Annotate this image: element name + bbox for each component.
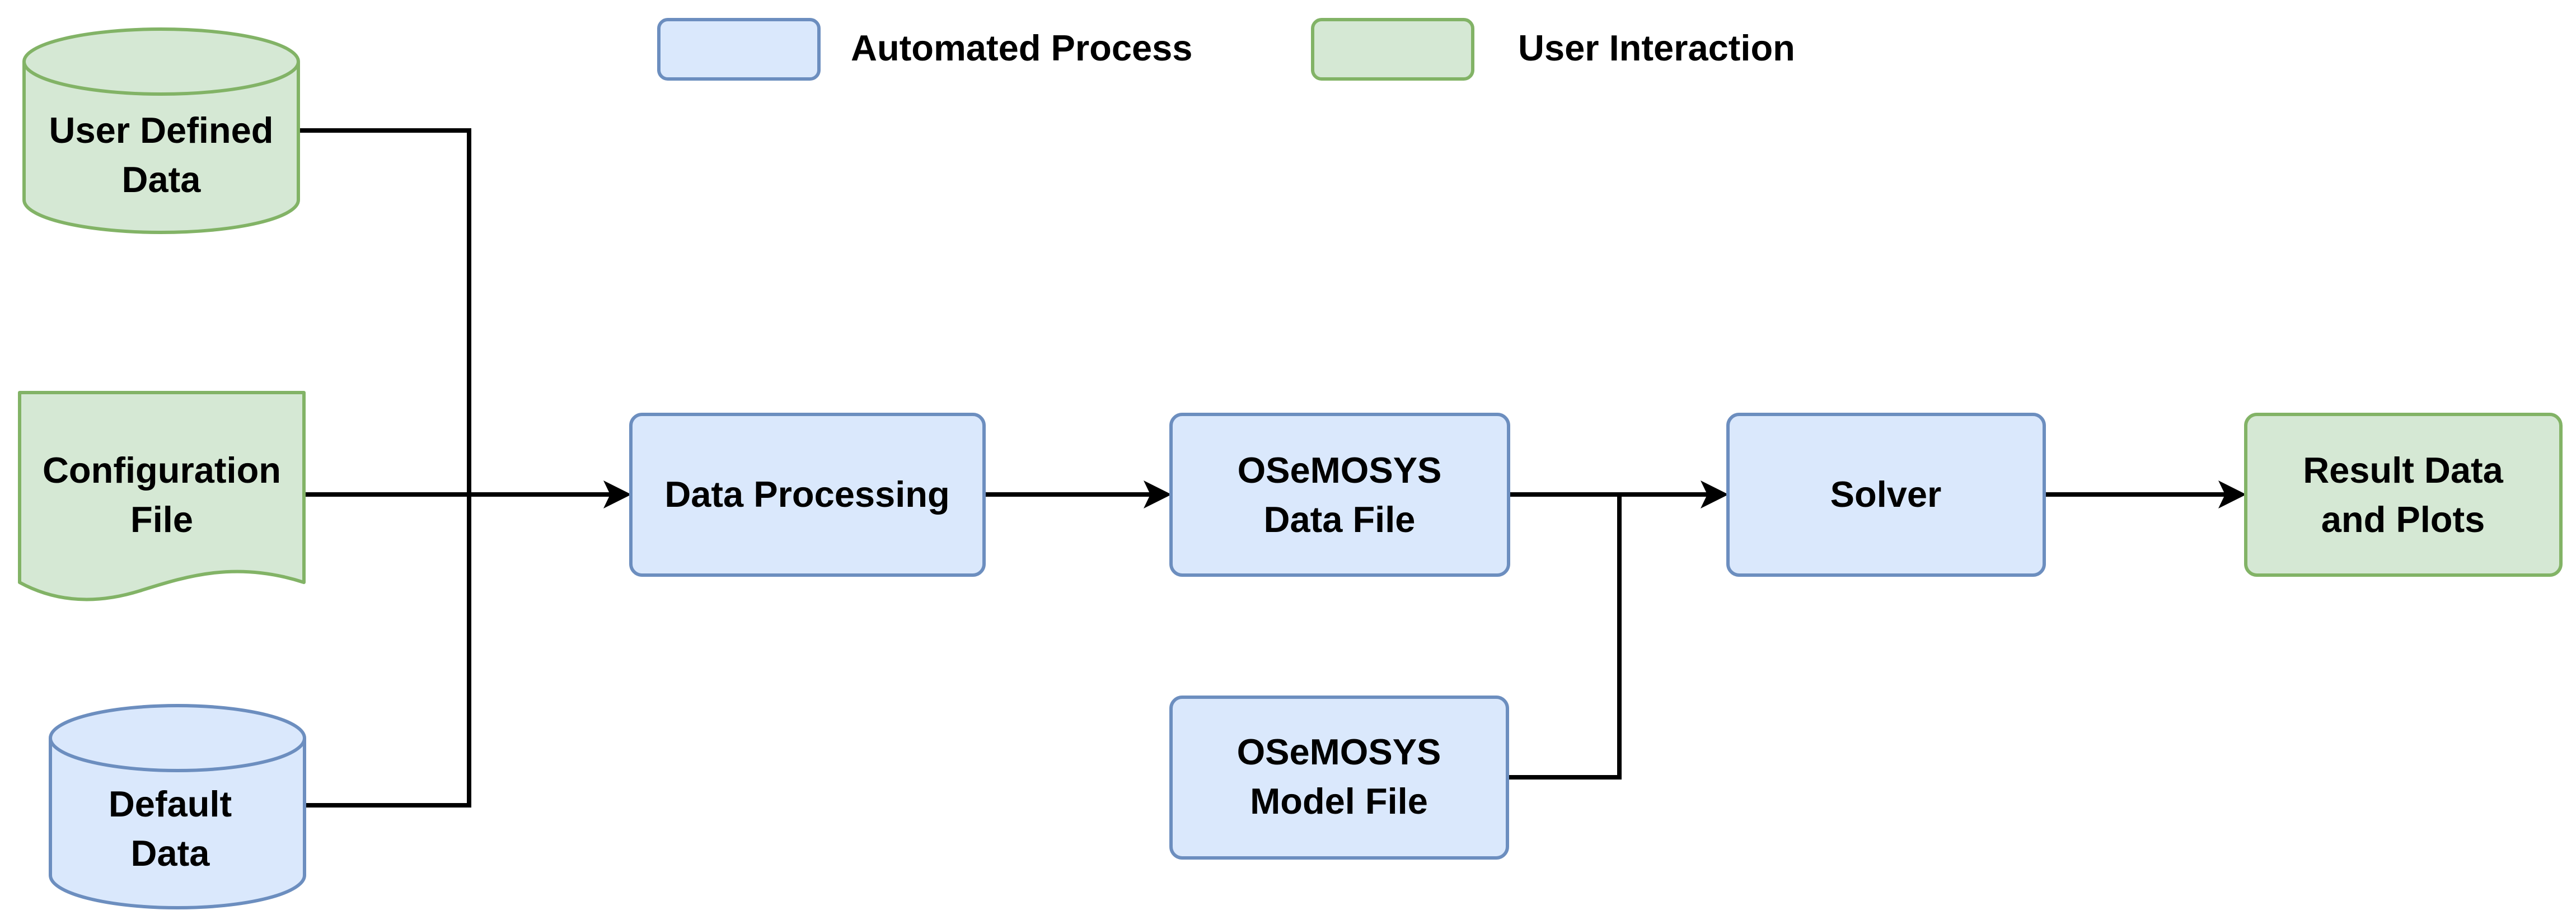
osemosys-model-file-box <box>1169 696 1509 860</box>
legend-automated-label: Automated Process <box>851 27 1192 68</box>
user-defined-data-cylinder <box>22 27 300 234</box>
legend-user-swatch <box>1311 18 1474 81</box>
osemosys-model-file-label-line2: Model File <box>1250 781 1428 822</box>
legend: Automated Process User Interaction <box>657 18 1795 81</box>
osemosys-model-file-label-line1: OSeMOSYS <box>1237 731 1441 772</box>
osemosys-data-file-box <box>1169 413 1510 577</box>
legend-automated-swatch <box>657 18 821 81</box>
node-default-data: Default Data <box>49 704 306 909</box>
node-configuration-file: Configuration File <box>18 391 306 601</box>
configuration-file-label-line1: Configuration <box>43 450 281 491</box>
arrowhead-result <box>2218 480 2246 508</box>
solver-label: Solver <box>1830 474 1942 515</box>
user-defined-data-label-line2: Data <box>122 159 202 200</box>
default-data-label-line1: Default <box>109 783 232 824</box>
arrowhead-datafile <box>1144 480 1172 508</box>
user-defined-data-label-line1: User Defined <box>49 110 274 151</box>
default-data-label-line2: Data <box>131 833 210 874</box>
solver-box <box>1726 413 2046 577</box>
configuration-file-label-line2: File <box>130 499 193 540</box>
default-data-cylinder-rim <box>49 738 306 772</box>
legend-user-label: User Interaction <box>1518 27 1795 68</box>
edge-modelfile-to-solver <box>1507 494 1622 780</box>
node-osemosys-data-file: OSeMOSYS Data File <box>1169 413 1510 577</box>
node-data-processing: Data Processing <box>629 413 986 577</box>
arrowhead-solver <box>1701 480 1729 508</box>
node-result-data-and-plots: Result Data and Plots <box>2244 413 2563 577</box>
data-processing-label: Data Processing <box>664 474 949 515</box>
osemosys-data-file-label-line1: OSeMOSYS <box>1238 450 1442 491</box>
osemosys-data-file-label-line2: Data File <box>1264 499 1416 540</box>
result-data-and-plots-label-line1: Result Data <box>2303 450 2503 491</box>
arrowhead-processing <box>603 480 631 508</box>
result-data-and-plots-box <box>2244 413 2563 577</box>
edge-user-defined-data <box>299 128 471 494</box>
configuration-file-document <box>18 391 306 601</box>
user-defined-data-cylinder-rim <box>22 61 300 96</box>
node-solver: Solver <box>1726 413 2046 577</box>
data-processing-box <box>629 413 986 577</box>
default-data-cylinder <box>49 704 306 909</box>
node-osemosys-model-file: OSeMOSYS Model File <box>1169 696 1509 860</box>
edge-default-data <box>305 494 471 808</box>
node-user-defined-data: User Defined Data <box>22 27 300 234</box>
edges <box>299 128 2246 808</box>
result-data-and-plots-label-line2: and Plots <box>2321 499 2485 540</box>
